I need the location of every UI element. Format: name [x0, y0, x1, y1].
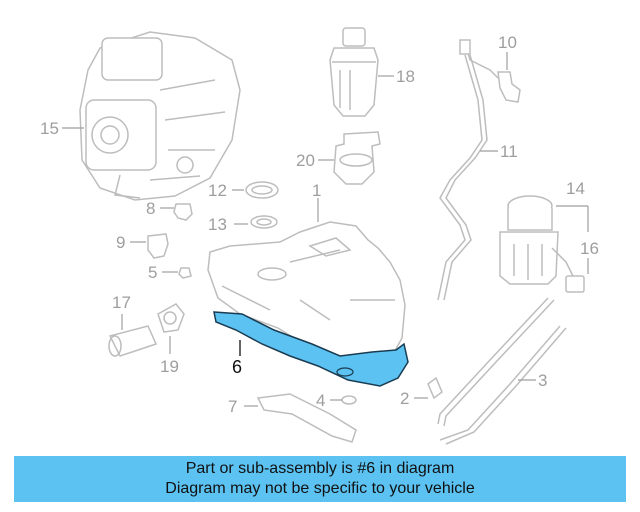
part-1-fuel-tank: [207, 221, 406, 366]
callout-10: 10: [498, 33, 517, 52]
part-17-filter: [108, 325, 158, 357]
part-6-highlighted-shield: [213, 311, 409, 387]
callout-6: 6: [232, 357, 242, 377]
part-4-nut: [341, 395, 357, 405]
callout-14: 14: [566, 179, 585, 198]
callout-16: 16: [580, 239, 599, 258]
callout-7: 7: [228, 397, 237, 416]
callout-13: 13: [208, 215, 227, 234]
callout-12: 12: [208, 181, 227, 200]
part-14-fuel-pump: [499, 195, 559, 285]
callout-3: 3: [538, 371, 547, 390]
part-7-bracket: [256, 393, 357, 443]
part-2-strap: [427, 325, 567, 445]
part-5-nut: [178, 267, 192, 279]
callout-2: 2: [400, 389, 409, 408]
callout-20: 20: [296, 151, 315, 170]
part-11-fuel-line: [437, 54, 488, 301]
part-15-injection-pump: [79, 31, 241, 201]
part-8-grommet: [173, 203, 193, 221]
part-18-fuel-filter: [329, 27, 379, 117]
parts-diagram: 15 18 20 10 11 12 13: [40, 27, 599, 445]
part-12-lock-ring: [245, 181, 279, 199]
callout-15: 15: [40, 119, 59, 138]
part-20-filter-bracket: [333, 131, 381, 185]
callout-18: 18: [396, 67, 415, 86]
banner-line-disclaimer: Diagram may not be specific to your vehi…: [165, 480, 475, 497]
part-16-sensor: [551, 247, 585, 293]
callout-11: 11: [500, 142, 518, 161]
callout-17: 17: [112, 293, 131, 312]
callout-9: 9: [116, 233, 125, 252]
part-10-connector: [459, 39, 521, 103]
part-13-seal: [250, 215, 278, 229]
part-3-strap: [437, 297, 555, 427]
callout-1: 1: [312, 181, 321, 200]
info-banner: Part or sub-assembly is #6 in diagram Di…: [14, 456, 626, 502]
part-19-valve: [157, 303, 185, 333]
callout-4: 4: [316, 391, 325, 410]
callout-5: 5: [148, 263, 157, 282]
callout-19: 19: [160, 357, 179, 376]
part-9-valve: [147, 233, 169, 259]
banner-line-part-info: Part or sub-assembly is #6 in diagram: [185, 460, 455, 477]
callout-8: 8: [146, 199, 155, 218]
